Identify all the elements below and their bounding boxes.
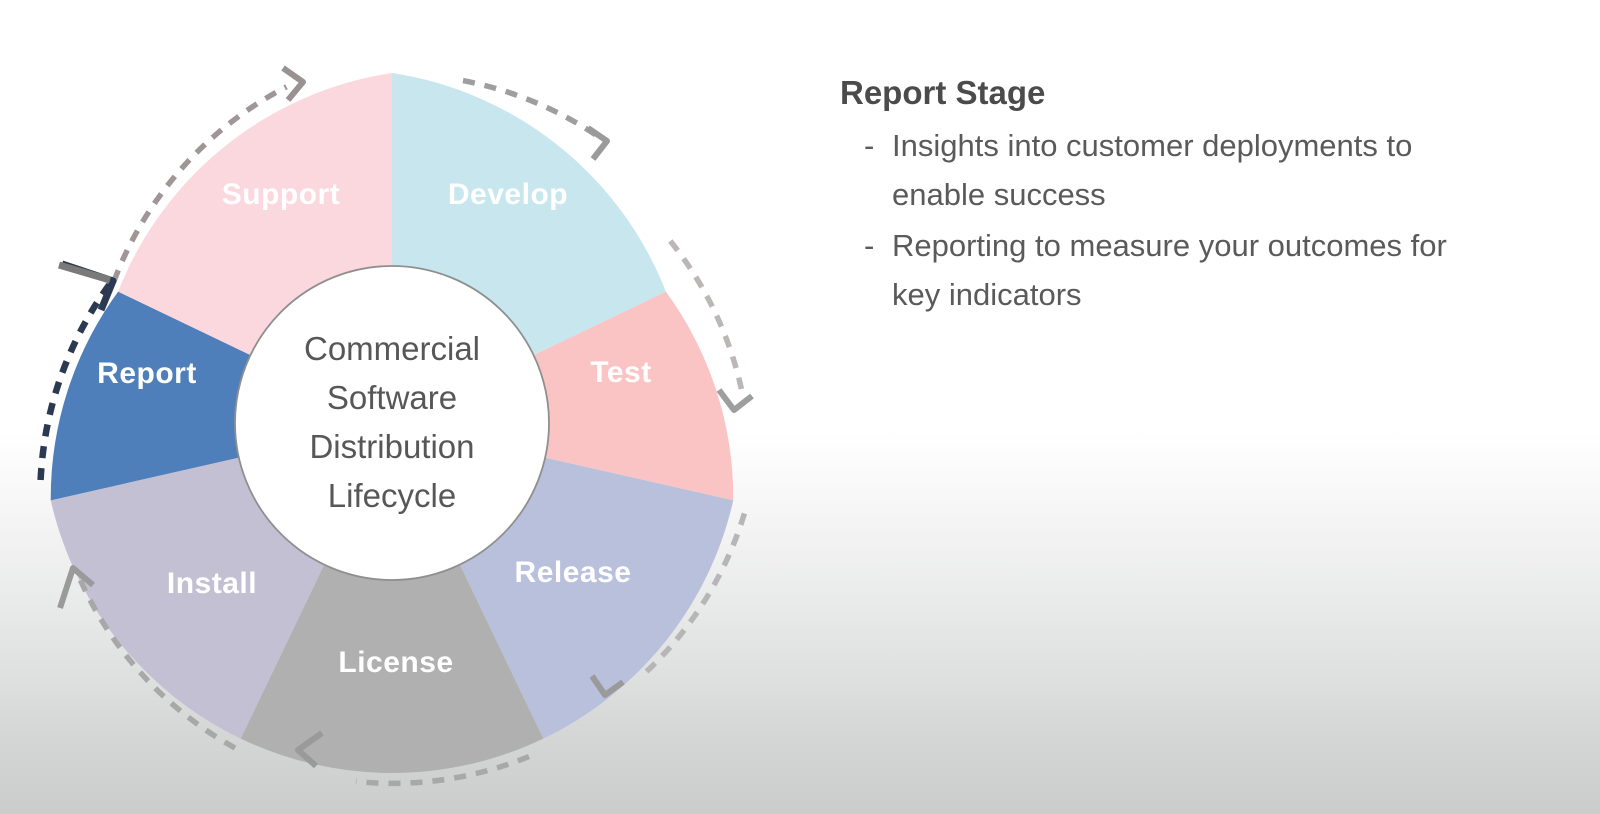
report-stage-panel: Report Stage - Insights into customer de… xyxy=(840,72,1540,321)
wheel-segment-labels: Develop Test Release License Install Rep… xyxy=(97,178,651,679)
arrowhead-license xyxy=(295,730,324,769)
hub-line-2: Software xyxy=(327,379,457,416)
segment-label-report: Report xyxy=(97,357,197,390)
segment-label-test: Test xyxy=(590,356,651,389)
arrow-arc-release xyxy=(643,512,748,676)
arrowhead-report-outer xyxy=(58,261,111,284)
arrow-arc-support xyxy=(111,84,288,283)
page-title: Report Stage xyxy=(840,74,1046,111)
arrowhead-release xyxy=(589,674,625,698)
segment-label-develop: Develop xyxy=(448,178,568,211)
segment-label-license: License xyxy=(338,646,453,679)
segment-label-install: Install xyxy=(167,567,257,600)
hub-circle xyxy=(234,265,550,581)
bullet-marker: - xyxy=(864,228,875,264)
hub-line-3: Distribution xyxy=(309,428,474,465)
list-item: - Reporting to measure your outcomes for… xyxy=(840,221,1540,319)
wheel-arrows xyxy=(37,65,754,787)
segment-report[interactable] xyxy=(50,291,393,501)
arrow-arc-install xyxy=(73,568,237,751)
arrow-arc-report xyxy=(37,279,115,481)
arrowhead-install xyxy=(57,565,95,609)
wheel-hub: Commercial Software Distribution Lifecyc… xyxy=(234,265,550,581)
arrow-arc-license xyxy=(355,753,531,787)
arrowhead-test xyxy=(716,388,754,413)
segment-label-support: Support xyxy=(222,178,340,211)
bullet-text: Reporting to measure your outcomes for k… xyxy=(892,228,1447,313)
segment-label-release: Release xyxy=(515,556,632,589)
bullet-text: Insights into customer deployments to en… xyxy=(892,128,1413,213)
list-item: - Insights into customer deployments to … xyxy=(840,121,1540,219)
segment-license[interactable] xyxy=(240,423,544,773)
lifecycle-wheel: Develop Test Release License Install Rep… xyxy=(37,65,754,787)
hub-line-1: Commercial xyxy=(304,330,480,367)
segment-test[interactable] xyxy=(392,291,734,501)
bullet-marker: - xyxy=(864,128,875,164)
hub-line-4: Lifecycle xyxy=(328,477,456,514)
arrowhead-develop xyxy=(586,125,610,161)
arrowhead-support xyxy=(281,65,306,102)
